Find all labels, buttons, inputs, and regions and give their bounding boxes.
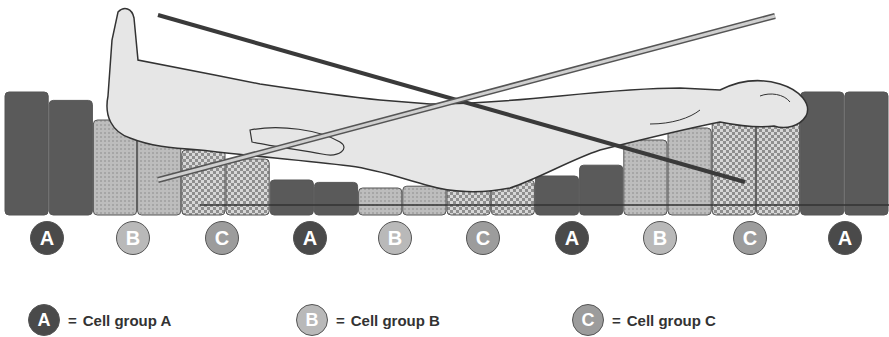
cell-group-circle: A xyxy=(30,221,64,255)
group-letter: B xyxy=(388,228,402,248)
group-letter: C xyxy=(743,228,757,248)
group-letter: C xyxy=(476,228,490,248)
legend-swatch: C xyxy=(572,304,604,336)
air-cell xyxy=(270,180,313,215)
air-cell xyxy=(535,176,578,215)
group-letter: C xyxy=(215,228,229,248)
cell-group-circle: B xyxy=(116,221,150,255)
cell-group-circle: B xyxy=(378,221,412,255)
group-letter: B xyxy=(653,228,667,248)
legend-entry: C = Cell group C xyxy=(572,304,722,336)
cell-group-circle: C xyxy=(733,221,767,255)
air-cell xyxy=(49,100,92,215)
group-letter: A xyxy=(40,228,54,248)
air-cell xyxy=(845,92,888,215)
legend-text: Cell group B xyxy=(351,312,440,329)
swatch-letter: B xyxy=(306,310,319,331)
air-cell xyxy=(226,159,269,215)
group-letter: B xyxy=(126,228,140,248)
equals-sign: = xyxy=(68,312,77,329)
legend-text: Cell group C xyxy=(627,312,716,329)
group-letter: A xyxy=(303,228,317,248)
air-cell xyxy=(314,182,357,215)
equals-sign: = xyxy=(612,312,621,329)
group-letter: A xyxy=(565,228,579,248)
swatch-letter: C xyxy=(582,310,595,331)
air-cell xyxy=(403,186,446,215)
equals-sign: = xyxy=(336,312,345,329)
legend-swatch: A xyxy=(28,304,60,336)
swatch-letter: A xyxy=(38,310,51,331)
legend-swatch: B xyxy=(296,304,328,336)
legend-entry: B = Cell group B xyxy=(296,304,446,336)
cell-group-circle: C xyxy=(466,221,500,255)
legend-entry: A = Cell group A xyxy=(28,304,177,336)
cell-group-circle: A xyxy=(828,221,862,255)
air-cell xyxy=(359,188,402,215)
group-letter: A xyxy=(838,228,852,248)
air-cell xyxy=(5,92,48,215)
cell-group-circle: A xyxy=(293,221,327,255)
cell-group-circle: B xyxy=(643,221,677,255)
air-cell xyxy=(580,165,623,215)
cell-group-circle: A xyxy=(555,221,589,255)
legend-text: Cell group A xyxy=(83,312,172,329)
cell-group-circle: C xyxy=(205,221,239,255)
